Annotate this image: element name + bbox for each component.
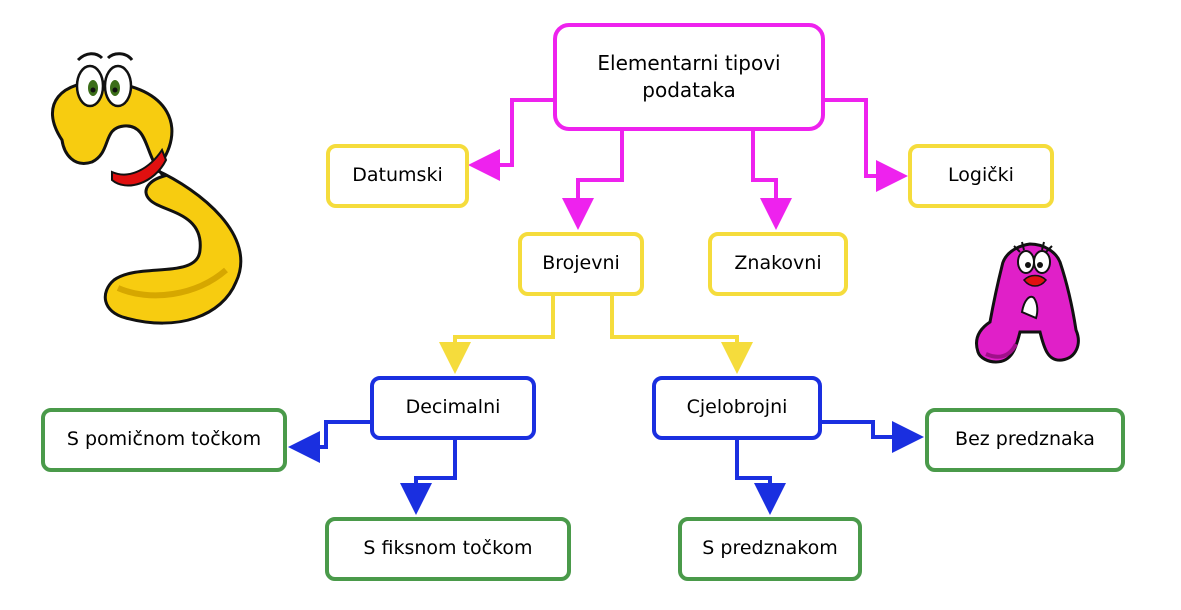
node-logicki: Logički (908, 144, 1054, 208)
node-label: Elementarni tipovi podataka (597, 51, 781, 102)
arrow-cjelobrojni-to-bez (820, 420, 924, 453)
node-label: Bez predznaka (955, 428, 1095, 451)
node-cjelobrojni: Cjelobrojni (652, 376, 822, 440)
node-bez-predznaka: Bez predznaka (925, 408, 1125, 472)
arrow-root-to-logicki (824, 98, 908, 192)
node-s-pomicnom-tockom: S pomičnom točkom (41, 408, 287, 472)
node-label: Cjelobrojni (686, 396, 788, 419)
node-label: Znakovni (734, 252, 822, 275)
node-label: Logički (948, 164, 1014, 187)
node-elementarni-tipovi-podataka: Elementarni tipovi podataka (553, 23, 825, 131)
arrow-brojevni-to-cjelobrojni (610, 295, 753, 374)
arrow-cjelobrojni-to-predznakom (735, 438, 786, 515)
node-label: Brojevni (542, 252, 620, 275)
arrow-decimalni-to-pomicnom (288, 420, 372, 463)
node-label: S pomičnom točkom (66, 428, 262, 451)
node-znakovni: Znakovni (708, 232, 848, 296)
arrow-decimalni-to-fiksnom (400, 438, 457, 515)
node-label: Datumski (352, 164, 443, 187)
node-label: S predznakom (702, 537, 838, 560)
cartoon-letter-a (975, 241, 1080, 364)
arrow-brojevni-to-decimalni (439, 295, 555, 374)
arrow-root-to-brojevni (562, 130, 624, 230)
arrow-root-to-datumski (468, 98, 554, 181)
node-datumski: Datumski (326, 144, 469, 208)
node-label: S fiksnom točkom (363, 537, 533, 560)
arrow-root-to-znakovni (751, 130, 792, 230)
cartoon-number-three (50, 52, 243, 325)
node-label: Decimalni (405, 396, 501, 419)
node-brojevni: Brojevni (518, 232, 644, 296)
node-s-fiksnom-tockom: S fiksnom točkom (325, 517, 571, 581)
node-decimalni: Decimalni (370, 376, 536, 440)
node-s-predznakom: S predznakom (678, 517, 862, 581)
